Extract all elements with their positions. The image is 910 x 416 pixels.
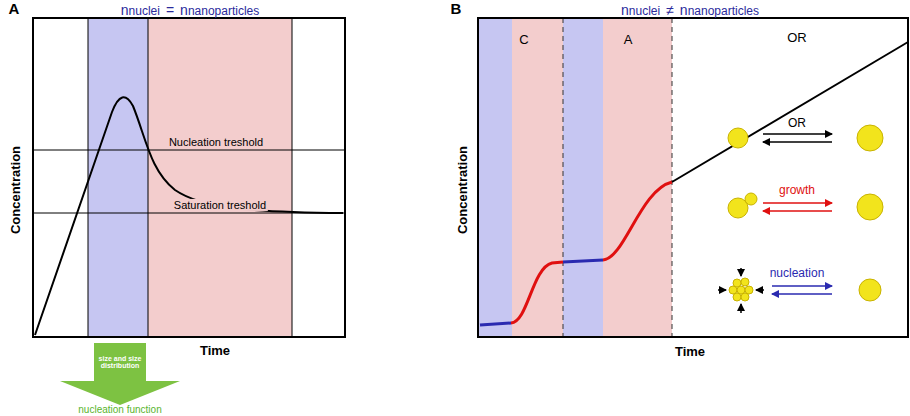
relation-sign: = [166,2,174,18]
symbol: n [621,2,629,18]
arrow-shape [60,343,180,405]
subscript: nanoparticles [188,4,259,18]
process-label: OR [788,117,806,130]
symbol: n [121,2,129,18]
panel-letter: B [451,1,462,18]
symbol: n [180,2,188,18]
count-relation: nnuclei≠nnanoparticles [621,2,759,18]
region-letter: OR [787,31,807,45]
count-relation: nnuclei=nnanoparticles [121,2,260,18]
axis-title: Time [200,344,230,358]
region-letter: C [519,33,528,47]
arrow-text: size and size distribution [95,355,145,370]
symbol: n [680,2,688,18]
down-arrow: size and size distribution [60,343,180,405]
region-letter: A [624,33,633,47]
process-label: nucleation [770,267,825,280]
threshold-label: Nucleation treshold [167,136,265,148]
subscript: nanoparticles [688,4,759,18]
subscript: nuclei [129,4,160,18]
arrow-caption: nucleation function [78,404,161,415]
relation-sign: ≠ [666,2,674,18]
process-label: growth [779,184,815,197]
subscript: nuclei [629,4,660,18]
axis-title: Time [675,345,705,359]
axis-title: Concentration [456,146,470,234]
threshold-label: Saturation treshold [172,199,268,211]
axis-title: Concentration [9,146,23,234]
panel-letter: A [9,1,20,18]
